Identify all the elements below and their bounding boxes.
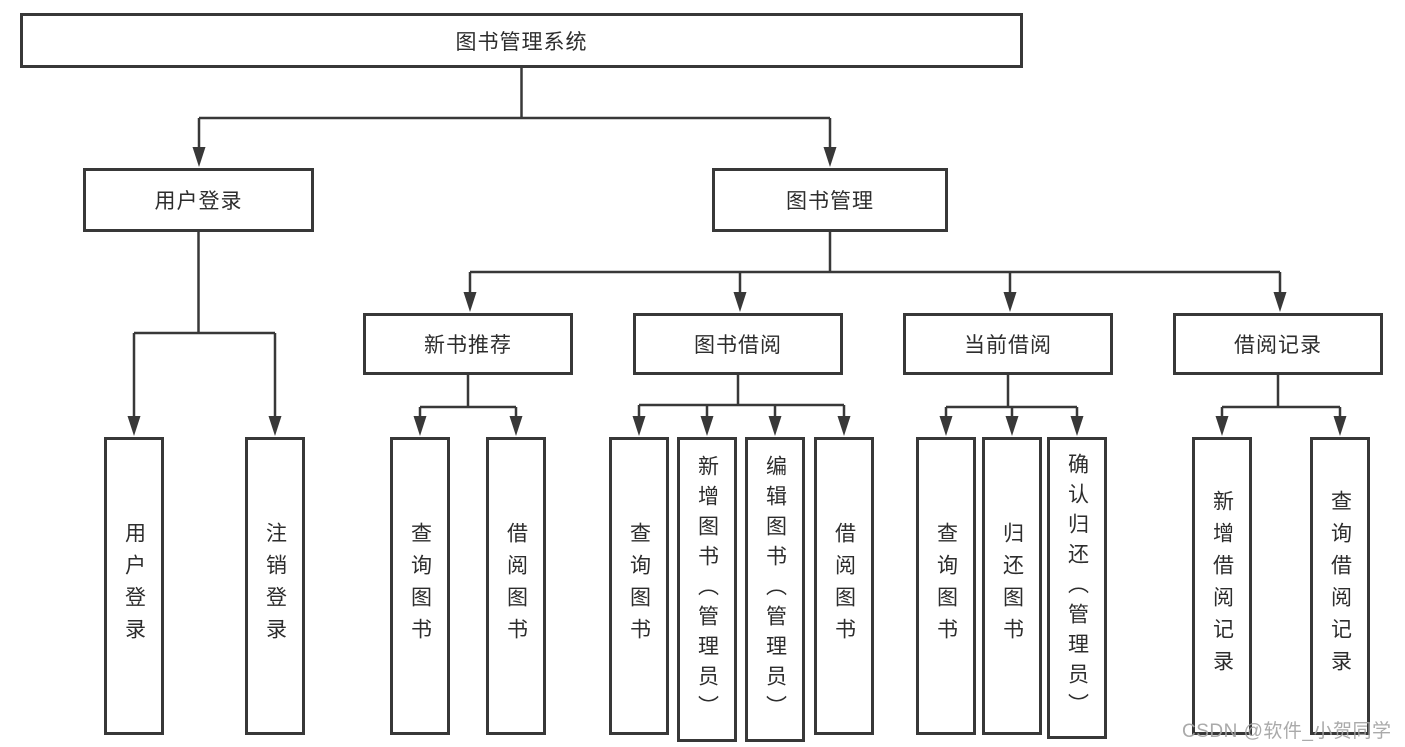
connector-root [197, 66, 832, 151]
node-root-system: 图书管理系统 [20, 13, 1023, 68]
leaf-query-borrow-record-label: 查询借阅记录 [1328, 490, 1352, 682]
leaf-recommend-borrow-books-label: 借阅图书 [504, 522, 528, 650]
leaf-current-query-books-label: 查询图书 [934, 522, 958, 650]
connector-book-borrowing [637, 373, 846, 421]
leaf-query-borrow-record: 查询借阅记录 [1310, 437, 1370, 735]
leaf-add-book-admin: 新增图书（管理员） [677, 437, 737, 742]
connector-user-login [132, 230, 277, 420]
leaf-logout-label: 注销登录 [263, 522, 287, 650]
node-new-book-recommend: 新书推荐 [363, 313, 573, 375]
leaf-borrowing-borrow-books: 借阅图书 [814, 437, 874, 735]
leaf-borrowing-borrow-books-label: 借阅图书 [832, 522, 856, 650]
node-root-label: 图书管理系统 [455, 30, 588, 54]
leaf-recommend-query-books-label: 查询图书 [408, 522, 432, 650]
node-current-borrowing: 当前借阅 [903, 313, 1113, 375]
leaf-add-book-admin-label: 新增图书（管理员） [695, 454, 719, 725]
node-new-book-recommend-label: 新书推荐 [424, 334, 512, 357]
node-user-login-label: 用户登录 [154, 190, 243, 213]
leaf-logout: 注销登录 [245, 437, 305, 735]
leaf-confirm-return-admin-label: 确认归还（管理员） [1065, 453, 1089, 723]
node-book-management: 图书管理 [712, 168, 948, 232]
connector-new-book-recommend [418, 373, 518, 421]
leaf-add-borrow-record: 新增借阅记录 [1192, 437, 1252, 735]
connector-current-borrowing [944, 373, 1079, 421]
node-current-borrowing-label: 当前借阅 [964, 334, 1052, 357]
node-book-borrowing: 图书借阅 [633, 313, 843, 375]
leaf-user-login: 用户登录 [104, 437, 164, 735]
leaf-return-books: 归还图书 [982, 437, 1042, 735]
leaf-borrowing-query-books-label: 查询图书 [627, 522, 651, 650]
leaf-user-login-label: 用户登录 [122, 522, 146, 650]
connector-book-management [468, 230, 1282, 296]
leaf-recommend-borrow-books: 借阅图书 [486, 437, 546, 735]
node-borrow-records: 借阅记录 [1173, 313, 1383, 375]
node-borrow-records-label: 借阅记录 [1234, 334, 1322, 357]
leaf-borrowing-query-books: 查询图书 [609, 437, 669, 735]
leaf-edit-book-admin: 编辑图书（管理员） [745, 437, 805, 742]
node-book-borrowing-label: 图书借阅 [694, 334, 782, 357]
node-user-login: 用户登录 [83, 168, 314, 232]
leaf-recommend-query-books: 查询图书 [390, 437, 450, 735]
leaf-add-borrow-record-label: 新增借阅记录 [1210, 490, 1234, 682]
leaf-current-query-books: 查询图书 [916, 437, 976, 735]
leaf-edit-book-admin-label: 编辑图书（管理员） [763, 454, 787, 725]
connector-borrow-records [1220, 373, 1342, 421]
csdn-watermark: CSDN @软件_小贺同学 [1182, 721, 1392, 742]
leaf-confirm-return-admin: 确认归还（管理员） [1047, 437, 1107, 739]
node-book-management-label: 图书管理 [786, 190, 874, 213]
leaf-return-books-label: 归还图书 [1000, 522, 1024, 650]
